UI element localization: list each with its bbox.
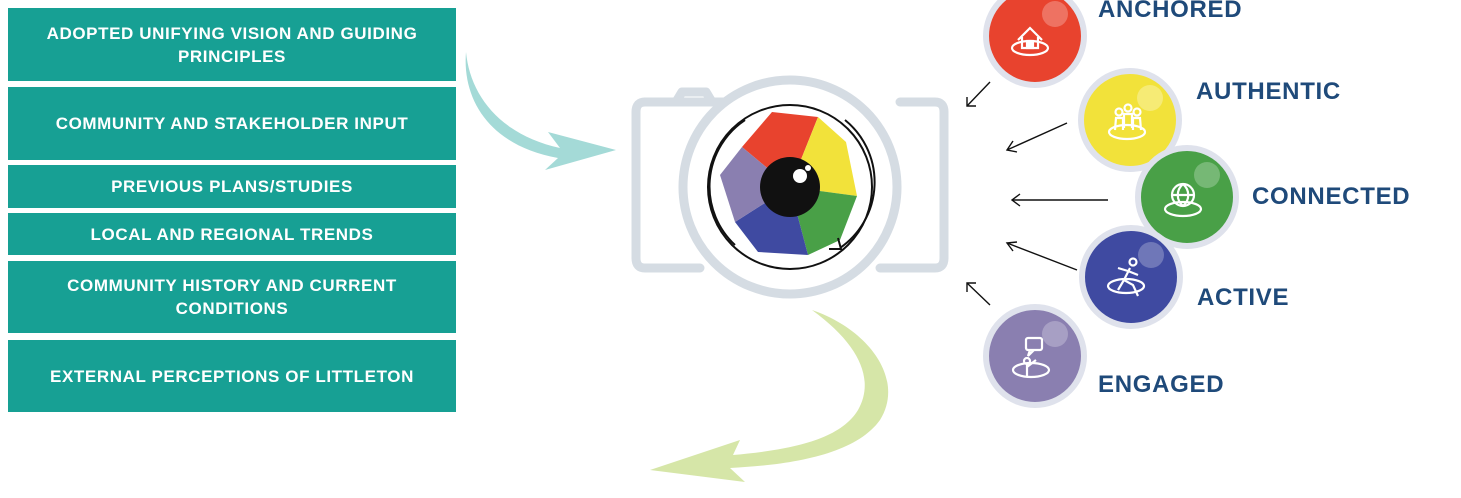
value-circle-active (1082, 228, 1180, 326)
value-label-authentic: AUTHENTIC (1196, 78, 1341, 106)
teal-curved-arrow (466, 52, 616, 170)
value-label-engaged: ENGAGED (1098, 371, 1224, 399)
value-label-connected: CONNECTED (1252, 183, 1410, 211)
green-curved-arrow (650, 310, 888, 482)
value-circle-engaged (986, 307, 1084, 405)
camera-icon (636, 80, 944, 294)
value-label-active: ACTIVE (1197, 284, 1289, 312)
value-circle-anchored (986, 0, 1084, 85)
value-label-anchored: ANCHORED (1098, 0, 1242, 24)
